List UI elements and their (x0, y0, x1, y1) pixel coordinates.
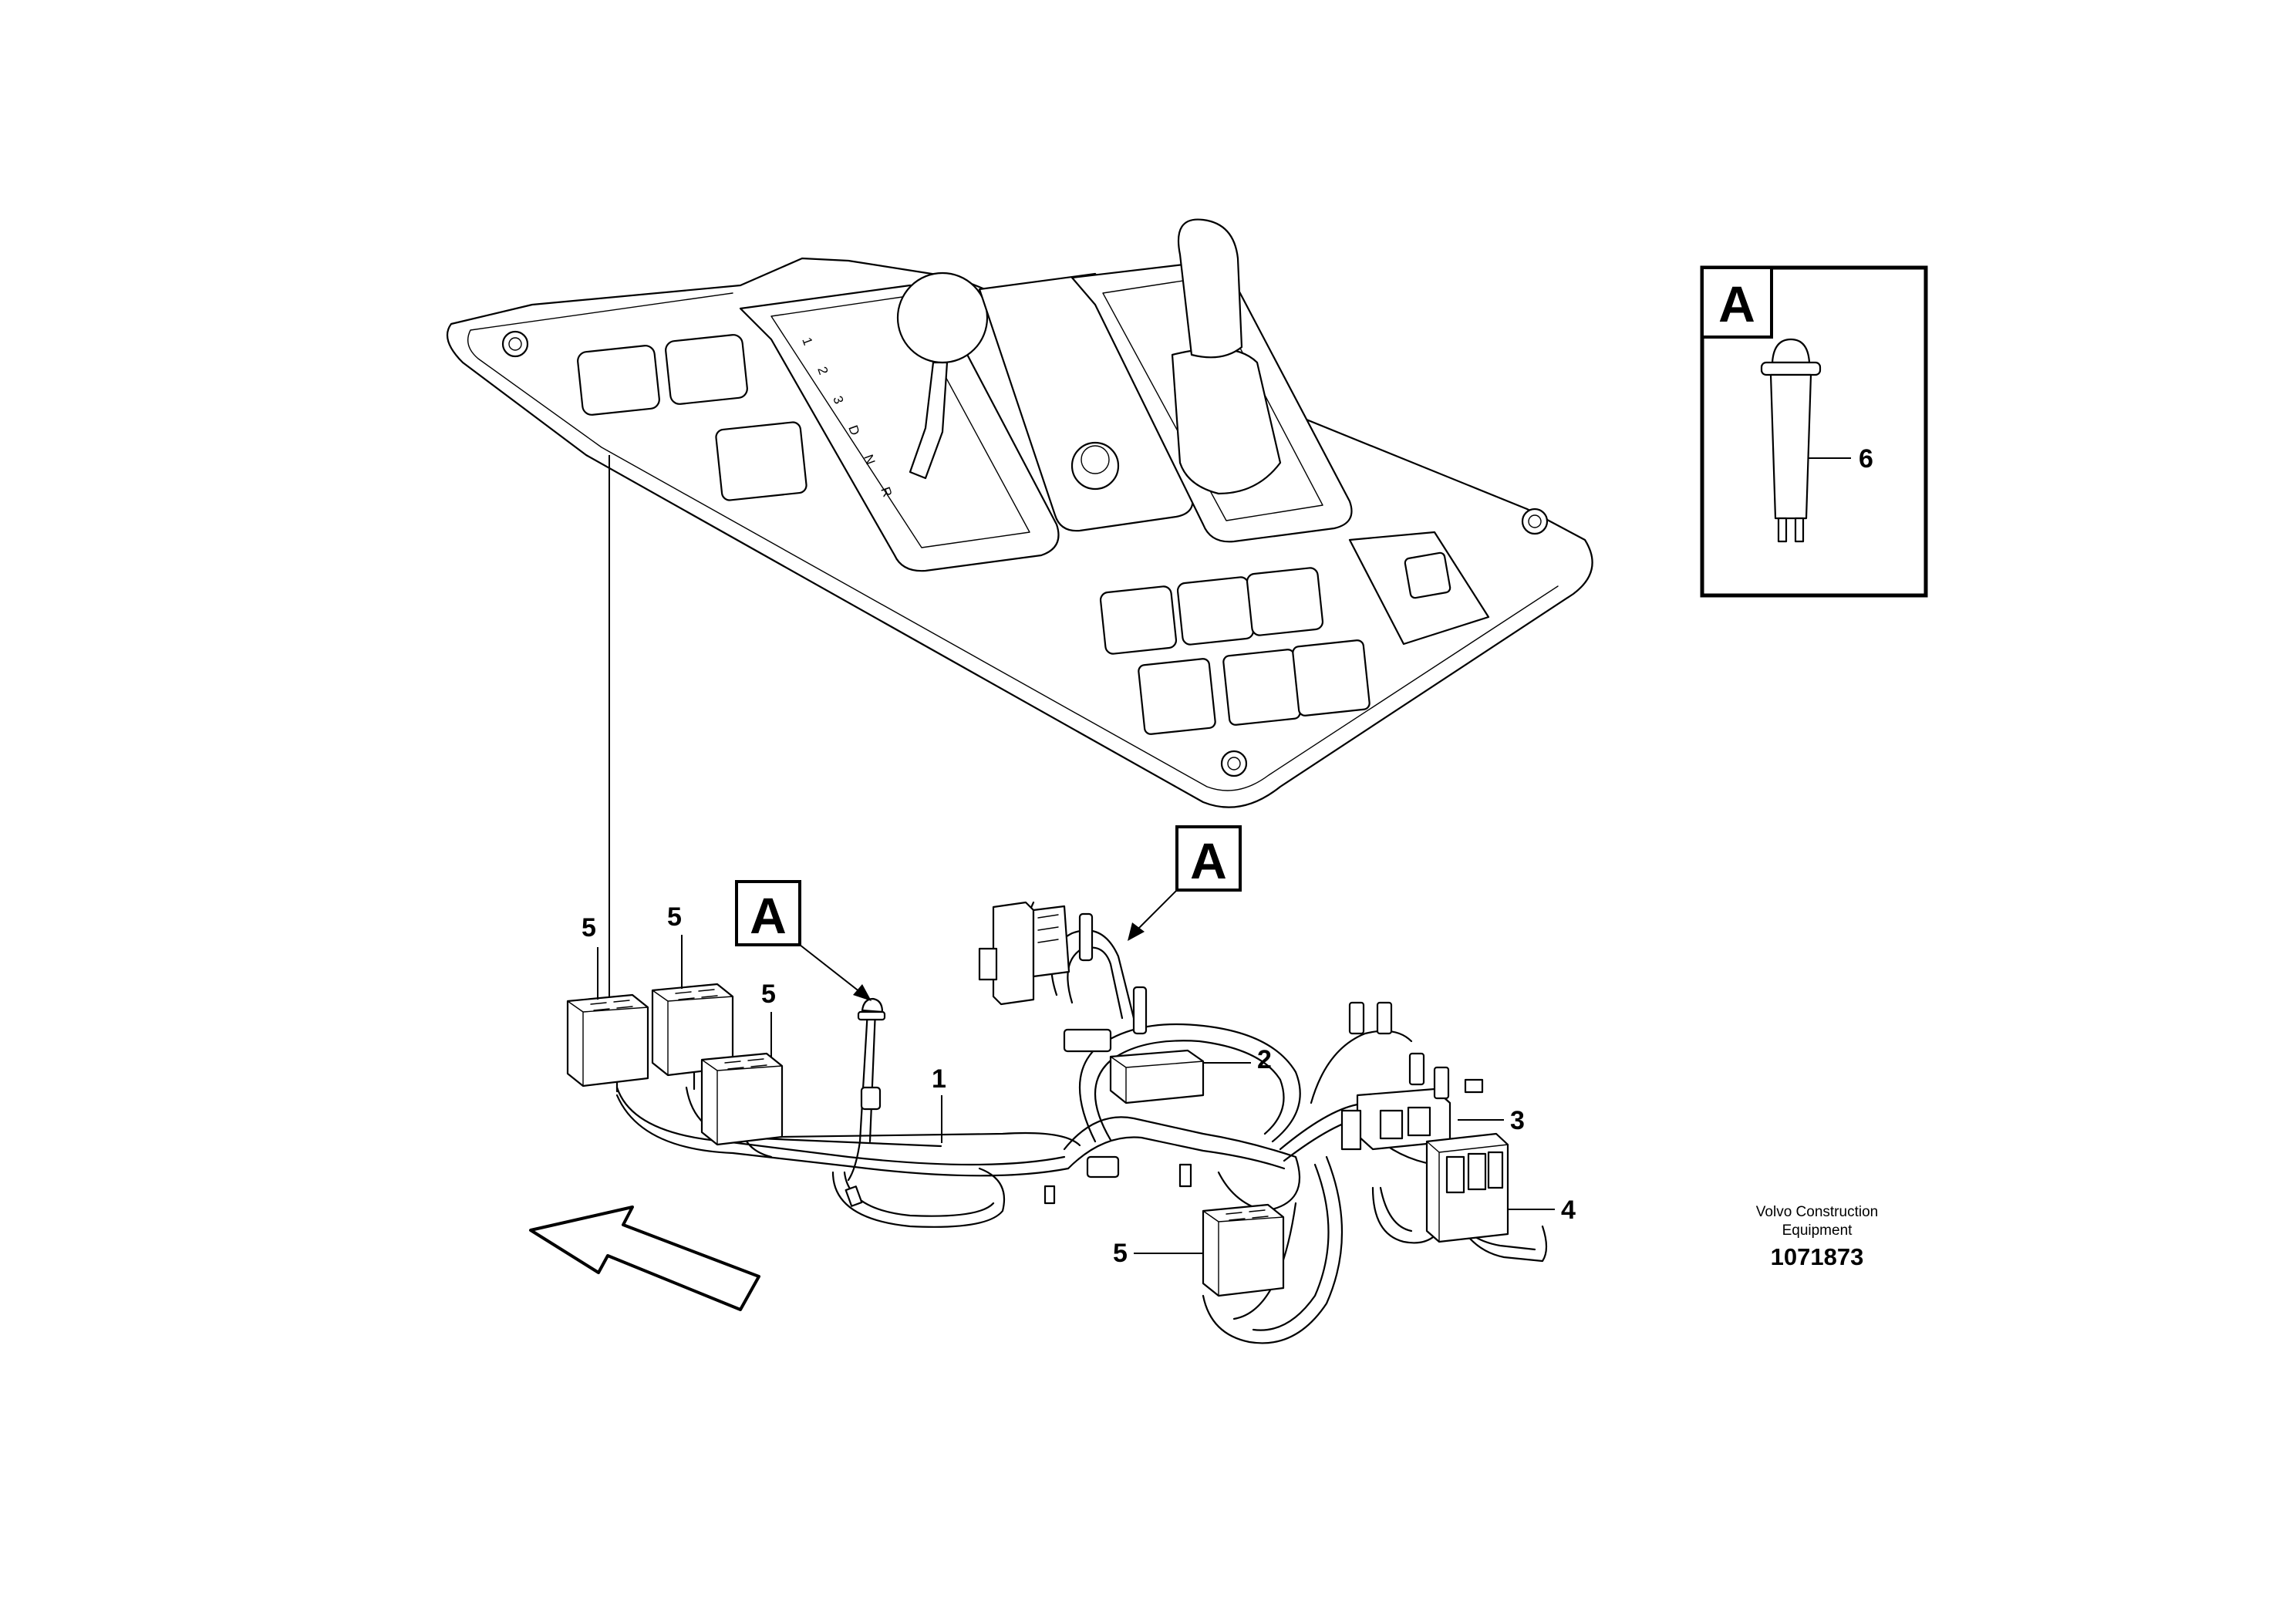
connector-2 (1109, 1049, 1205, 1104)
panel-screw (1521, 508, 1549, 535)
marker-left-letter: A (750, 887, 787, 944)
switch-button (1246, 567, 1324, 636)
gear-letter-R: R (878, 485, 895, 499)
gear-lever-knob (896, 271, 989, 364)
connector-cluster-top (978, 901, 1148, 1053)
gear-letter-D: D (845, 423, 862, 437)
joystick-grip (1177, 218, 1243, 359)
connector-3 (1340, 1001, 1484, 1151)
switch-button (1222, 649, 1301, 726)
switch-button (1292, 639, 1371, 717)
view-direction-arrow-icon (529, 1206, 760, 1311)
switch-button (577, 345, 660, 416)
relay-connector (566, 993, 649, 1088)
rocker-switch (1404, 551, 1451, 599)
marker-right-letter: A (1190, 832, 1227, 889)
part-number: 1071873 (1771, 1243, 1864, 1270)
callout-5: 5 (582, 913, 596, 943)
callout-5: 5 (761, 980, 776, 1009)
callout-3: 3 (1510, 1106, 1525, 1135)
brand-line-1: Volvo Construction (1756, 1204, 1878, 1220)
switch-button (665, 334, 748, 405)
round-button (1070, 441, 1120, 491)
callout-4: 4 (1561, 1195, 1576, 1225)
detail-box-letter: A (1718, 275, 1755, 332)
switch-button (1099, 585, 1178, 655)
callout-6: 6 (1859, 444, 1873, 474)
callout-1: 1 (932, 1064, 946, 1094)
switch-button (1138, 658, 1216, 735)
connector-4 (1425, 1132, 1509, 1243)
callout-2: 2 (1257, 1045, 1272, 1074)
callout-5: 5 (667, 902, 682, 932)
relay-connector (700, 1052, 784, 1146)
wiring-harness (615, 901, 1548, 1344)
switch-button (715, 421, 807, 501)
gear-letter-N: N (861, 453, 878, 467)
detail-marker-right: A (1128, 825, 1242, 941)
panel-screw (1220, 750, 1248, 777)
panel-screw (501, 330, 529, 358)
control-panel: 1 2 3 D N R (446, 218, 1593, 808)
detail-a-box: A 6 (1700, 265, 1928, 598)
detail-marker-left: A (735, 880, 872, 1001)
indicator-lamp (1760, 338, 1822, 543)
brand-line-2: Equipment (1782, 1222, 1853, 1239)
callout-5: 5 (1113, 1239, 1128, 1268)
switch-button (1176, 576, 1255, 646)
relay-connector (1202, 1203, 1285, 1297)
